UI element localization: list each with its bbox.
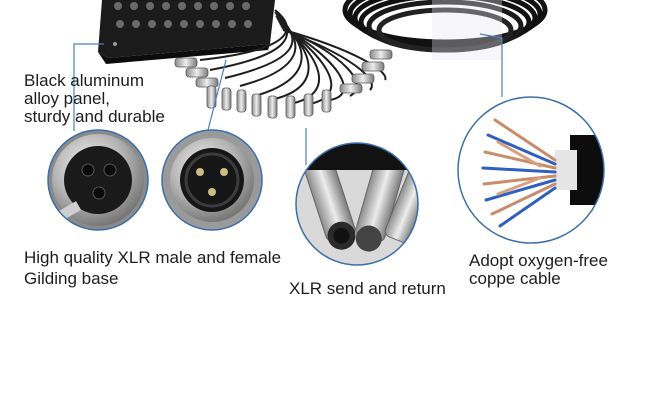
cable-reel — [342, 0, 548, 53]
caption-cable-line-1: Adopt oxygen-free — [469, 251, 608, 270]
caption-panel-line-3: sturdy and durable — [24, 107, 165, 126]
callout-lines — [73, 33, 503, 165]
callout-cable-core — [457, 96, 605, 244]
xlr-plug-bundle — [174, 49, 393, 119]
reel-label — [432, 0, 502, 60]
caption-send-line-1: XLR send and return — [289, 279, 446, 298]
caption-xlr-line-2: Gilding base — [24, 269, 119, 288]
stage-box-panel — [98, 0, 275, 64]
caption-panel-line-1: Black aluminum — [24, 71, 144, 90]
callout-xlr-send-return — [295, 142, 419, 266]
callout-xlr-male — [161, 129, 263, 231]
caption-panel-line-2: alloy panel, — [24, 89, 111, 108]
caption-cable: Adopt oxygen-free coppe cable — [469, 252, 608, 288]
caption-cable-line-2: coppe cable — [469, 269, 561, 288]
caption-send-return: XLR send and return — [289, 280, 446, 298]
caption-xlr: High quality XLR male and female Gilding… — [24, 247, 281, 289]
callout-xlr-female — [47, 129, 149, 231]
caption-panel: Black aluminum alloy panel, sturdy and d… — [24, 72, 165, 126]
caption-xlr-line-1: High quality XLR male and female — [24, 248, 282, 267]
